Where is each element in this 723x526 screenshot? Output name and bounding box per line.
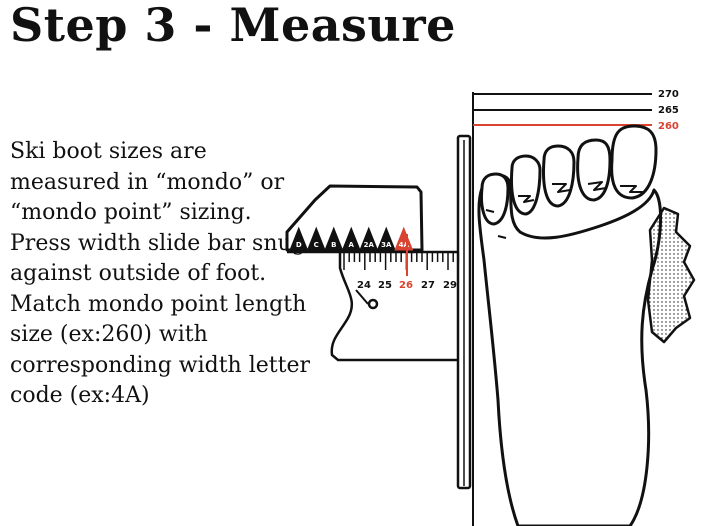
- width-mark-3A: [376, 226, 396, 251]
- width-mark-4A: [394, 226, 414, 251]
- toe-4: [510, 154, 542, 216]
- length-labels: 270 265 260: [658, 89, 679, 132]
- width-mark-B: [324, 226, 344, 251]
- width-mark-D: [289, 226, 309, 251]
- toe-3: [542, 144, 576, 208]
- width-code-C: C: [314, 241, 319, 249]
- length-reference-lines: [472, 92, 652, 526]
- width-mark-C: [306, 226, 326, 251]
- width-code-3A: 3A: [381, 241, 392, 249]
- scale-number-24: 24: [357, 280, 371, 291]
- toe-2: [576, 138, 612, 202]
- width-code-2A: 2A: [364, 241, 375, 249]
- scale-number-26: 26: [399, 280, 413, 291]
- scale-numbers: 24 25 26 27 29: [357, 280, 457, 291]
- width-code-A: A: [349, 241, 355, 249]
- side-pad: [646, 206, 696, 344]
- width-code-4A: 4A: [399, 241, 410, 249]
- width-code-D: D: [296, 241, 302, 249]
- width-code-B: B: [331, 241, 336, 249]
- scale-ticks: [343, 234, 460, 276]
- length-label-265: 265: [658, 105, 679, 116]
- length-label-270: 270: [658, 89, 679, 100]
- width-code-marks: D C B A 2A 3A 4A: [289, 226, 414, 251]
- length-label-260: 260: [658, 121, 679, 132]
- scale-number-25: 25: [378, 280, 392, 291]
- heel-rail: [456, 134, 472, 490]
- width-mark-A: [341, 226, 361, 251]
- scale-number-29: 29: [443, 280, 457, 291]
- instruction-text: Ski boot sizes are measured in “mondo” o…: [10, 139, 310, 408]
- toe-5: [480, 172, 510, 226]
- width-mark-2A: [359, 226, 379, 251]
- page-title: Step 3 - Measure: [10, 0, 456, 52]
- foot-outline: [477, 124, 662, 526]
- scale-strip: [287, 250, 458, 362]
- scale-number-27: 27: [421, 280, 435, 291]
- toe-1: [610, 124, 658, 200]
